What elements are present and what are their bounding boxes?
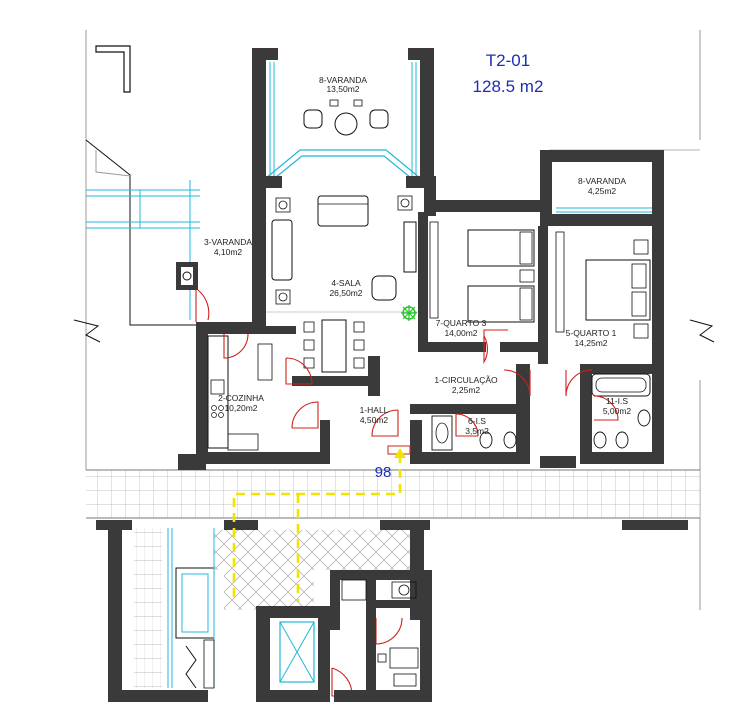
room-name: 8-VARANDA	[578, 176, 626, 186]
stair-core	[108, 520, 215, 702]
service-rooms	[330, 570, 432, 702]
room-area: 10,20m2	[224, 403, 257, 413]
escape-route	[232, 454, 402, 602]
room-name: 6-I.S	[468, 416, 486, 426]
plant-icon	[401, 305, 417, 321]
door-number: 98	[375, 464, 392, 481]
varanda-left-glazing	[86, 180, 200, 320]
sala-furniture	[266, 195, 418, 373]
room-area: 4,10m2	[214, 247, 243, 257]
room-area: 13,50m2	[326, 84, 359, 94]
apartment-walls	[196, 176, 664, 464]
room-area: 14,00m2	[444, 328, 477, 338]
lift-shaft	[256, 606, 330, 702]
room-area: 4,25m2	[588, 186, 617, 196]
room-area: 14,25m2	[574, 338, 607, 348]
varanda-right	[440, 150, 664, 220]
room-area: 3,5m2	[465, 426, 489, 436]
room-name: 11-I.S	[606, 396, 628, 406]
room-area: 4,50m2	[360, 415, 389, 425]
room-area: 26,50m2	[329, 288, 362, 298]
room-name: 3-VARANDA	[204, 237, 252, 247]
room-name: 1-HALL	[360, 405, 389, 415]
varanda-top	[252, 48, 434, 183]
lift-lobby	[214, 520, 424, 620]
room-area: 5,00m2	[603, 406, 632, 416]
room-name: 2-COZINHA	[218, 393, 264, 403]
plan-title: T2-01 128.5 m2	[473, 51, 544, 96]
unit-area: 128.5 m2	[473, 77, 544, 96]
room-name: 4-SALA	[331, 278, 361, 288]
room-name: 1-CIRCULAÇÃO	[434, 375, 498, 385]
room-name: 7-QUARTO 3	[436, 318, 487, 328]
entrance-arrow-icon	[394, 448, 406, 458]
unit-id: T2-01	[486, 51, 530, 70]
quarto1-furniture	[555, 231, 651, 339]
room-name: 5-QUARTO 1	[566, 328, 617, 338]
room-labels: 8-VARANDA 13,50m2 4-SALA 26,50m2 3-VARAN…	[204, 75, 631, 436]
bathroom-fixtures	[431, 373, 651, 451]
quarto3-furniture	[429, 221, 535, 323]
room-area: 2,25m2	[452, 385, 481, 395]
room-name: 8-VARANDA	[319, 75, 367, 85]
cozinha-furniture	[207, 335, 273, 451]
